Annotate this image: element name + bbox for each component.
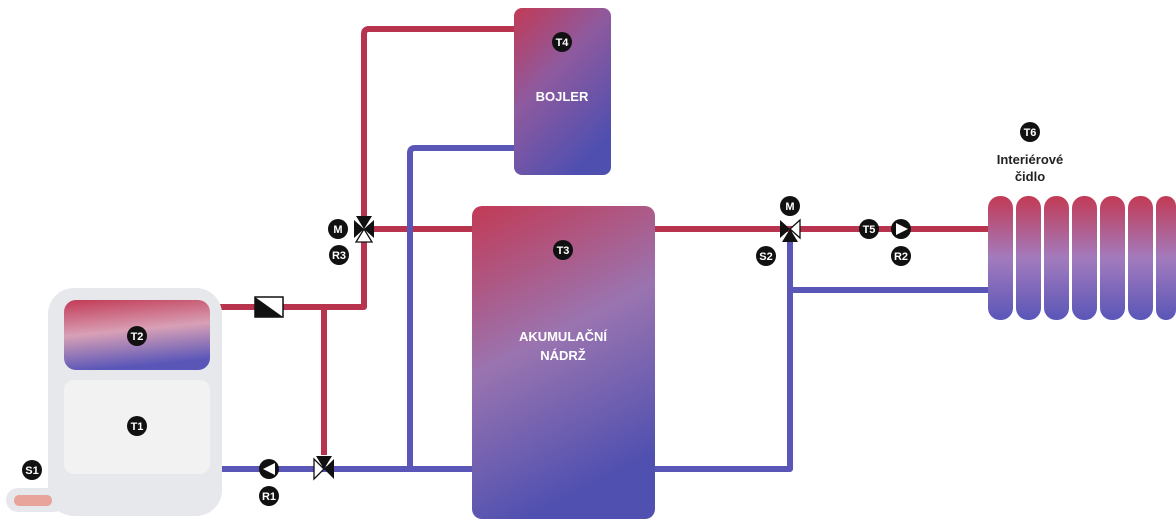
r3-mixing-valve [354, 216, 374, 243]
hot-pipe-to-bojler [361, 26, 514, 219]
interior-sensor-label-line1: Interiérové [997, 152, 1063, 167]
pump-r1 [259, 459, 279, 479]
s1-sensor-element [14, 495, 52, 506]
check-valve [254, 296, 284, 318]
badge-s1: S1 [22, 460, 42, 480]
bojler-label: BOJLER [536, 89, 589, 104]
cold-pipe-s2-return [655, 240, 793, 472]
badge-t5: T5 [859, 219, 879, 239]
boiler [6, 288, 222, 516]
pump-r2 [891, 219, 911, 239]
badge-s2: S2 [756, 246, 776, 266]
badge-r3-motor: M [328, 219, 348, 239]
badge-t2: T2 [127, 326, 147, 346]
pipes [220, 26, 990, 472]
s1-label: S1 [25, 465, 38, 477]
badge-r3: R3 [329, 245, 349, 265]
badge-t4: T4 [552, 32, 572, 52]
s2-mixing-valve [780, 218, 801, 242]
t1-label: T1 [131, 421, 144, 433]
cold-pipe-bojler-return [407, 145, 514, 469]
accumulation-tank-label-line1: AKUMULAČNÍ [519, 329, 607, 344]
interior-sensor-label-line2: čidlo [1015, 169, 1045, 184]
badge-t6: T6 [1020, 122, 1040, 142]
r2-label: R2 [894, 251, 908, 263]
t6-label: T6 [1024, 127, 1037, 139]
t2-label: T2 [131, 331, 144, 343]
s2-motor-label: M [785, 201, 794, 213]
accumulation-tank: AKUMULAČNÍ NÁDRŽ [472, 206, 655, 519]
r3-label: R3 [332, 250, 346, 262]
radiator [988, 196, 1176, 320]
badge-t3: T3 [553, 240, 573, 260]
s2-label: S2 [759, 251, 772, 263]
badge-s2-motor: M [780, 196, 800, 216]
badge-t1: T1 [127, 416, 147, 436]
t4-label: T4 [556, 37, 570, 49]
r3-motor-label: M [333, 224, 342, 236]
bojler-tank: BOJLER [514, 8, 611, 175]
r1-mixing-valve [313, 456, 334, 481]
badge-r1: R1 [259, 486, 279, 506]
t3-label: T3 [557, 245, 570, 257]
r1-label: R1 [262, 491, 276, 503]
accumulation-tank-label-line2: NÁDRŽ [540, 348, 586, 363]
badge-r2: R2 [891, 246, 911, 266]
t5-label: T5 [863, 224, 876, 236]
